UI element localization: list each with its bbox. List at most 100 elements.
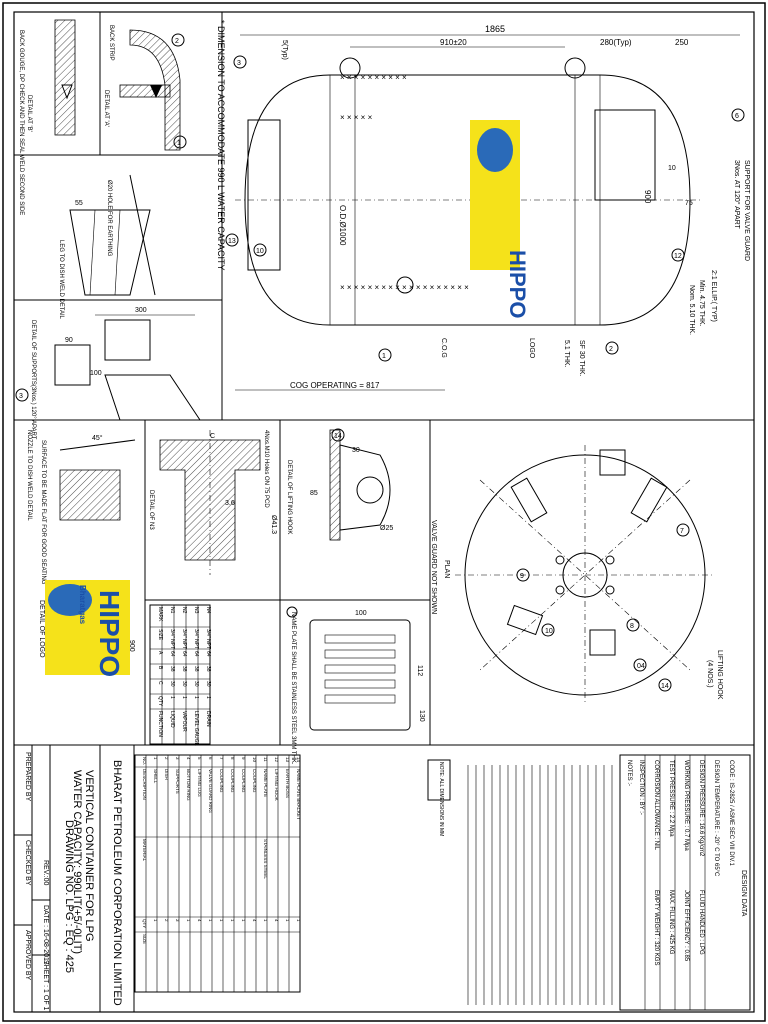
- notes-heading: NOTES :-: [626, 760, 632, 786]
- support-detail: 300 90 100 DETAIL OF SUPPORTS(3Nos.) 120…: [15, 307, 201, 440]
- nozzle-table-cell: LIQUID: [169, 711, 175, 728]
- svg-text:14: 14: [661, 683, 669, 690]
- dim-weld-5: 5(Typ): [281, 40, 288, 60]
- nozzle-table-header: MARK: [157, 607, 163, 622]
- nozzle-table-cell: LEVEL GAUGE: [193, 711, 199, 746]
- bom-cell: 9: [241, 757, 246, 760]
- bom-cell: 6: [208, 757, 213, 760]
- svg-text:13: 13: [228, 238, 236, 245]
- date: DATE : 16-08-2017: [42, 905, 49, 965]
- lifting-hook-count: (4 NOS.): [706, 660, 713, 688]
- bom-cell: LIFTING LUG: [197, 769, 202, 797]
- name-plate-note: NAME PLATE SHALL BE STAINLESS STEEL 3MM …: [290, 612, 296, 765]
- approved-by: APPROVED BY: [24, 930, 31, 981]
- nozzle-table-header: A: [157, 651, 163, 655]
- logo-callout: LOGO: [528, 338, 535, 359]
- empty-weight: EMPTY WEIGHT : 320 KGS: [653, 890, 659, 965]
- nozzle-b: [396, 276, 414, 294]
- dim-plate-100: 100: [355, 610, 367, 617]
- lifting-hook-hole: [356, 476, 384, 504]
- design-pressure: DESIGN PRESSURE : 16.6 Kg/cm2: [698, 760, 704, 857]
- bom-cell: 1: [153, 919, 158, 922]
- bom-cell: 2: [164, 757, 169, 760]
- svg-text:8: 8: [630, 623, 634, 630]
- dim-support-300: 300: [135, 307, 147, 314]
- logo-brand-small: Bharatgas: [78, 585, 87, 625]
- nozzle-holes-note: 4Nos.M10 Holes ON 75 PCD: [263, 430, 269, 508]
- bom-header: QTY: [142, 919, 147, 928]
- bom-cell: SUPPORTS: [175, 769, 180, 794]
- corrosion-allowance: CORROSION ALLOWANCE : NIL: [653, 760, 659, 851]
- bom-cell: 1: [263, 919, 268, 922]
- design-temp: DESIGN TEMPERATURE : -20° C TO 65°C: [713, 760, 719, 877]
- bom-cell: STAINLESS STEEL: [263, 839, 268, 879]
- nozzle-table-cell: 3/4" NPT: [193, 629, 199, 649]
- bom-cell: 14: [296, 757, 301, 763]
- dim-nom-thk: Nom. 5.10 THK.: [688, 285, 695, 335]
- bom-cell: BOTTOM RING: [186, 769, 191, 801]
- svg-text:2: 2: [609, 346, 613, 353]
- nozzle-table-cell: 1: [169, 696, 175, 699]
- bom-header: MATERIAL: [142, 839, 147, 862]
- plan-view: 7 9 8 10 04 14 PLAN VALVE GUARD NOT SHOW…: [430, 445, 723, 705]
- vessel-elevation: × × × × × × × × × × × × × × × × × × × × …: [225, 55, 745, 362]
- design-code: CODE : IS-2825 / ASME SEC VIII DIV.1: [728, 760, 734, 866]
- dim-hook-30: 30: [352, 447, 360, 454]
- dim-n3-413: Ø41.3: [270, 515, 277, 534]
- nozzle-table-cell: 3/4" NPT: [205, 629, 211, 649]
- dim-leg-55: 55: [75, 200, 83, 207]
- bom-cell: DISH: [164, 769, 169, 780]
- dim-n3-36: 3.6: [225, 500, 235, 507]
- bom-cell: 1: [230, 919, 235, 922]
- nozzle-table-cell: 1: [193, 696, 199, 699]
- note-box: NOTE: ALL DIMENSIONS IN MM: [438, 762, 444, 836]
- nozzle-table-cell: 64: [205, 651, 211, 657]
- bom-header: DESCRIPTION: [142, 769, 147, 800]
- detail-a-label: DETAIL AT 'A': [103, 90, 109, 127]
- detail-lifting-label: DETAIL OF LIFTING HOOK: [286, 460, 292, 534]
- detail-n3-label: DETAIL OF N3: [148, 490, 154, 530]
- nozzle-table-cell: N3: [193, 607, 199, 614]
- bom-cell: 4: [186, 757, 191, 760]
- dim-10: 10: [668, 165, 676, 172]
- design-data-heading: DESIGN DATA: [740, 870, 747, 917]
- working-pressure: WORKING PRESSURE : 0.7 Mpa: [683, 760, 689, 851]
- svg-text:2: 2: [175, 38, 179, 45]
- lifting-lug-right: [564, 57, 586, 79]
- leg-to-dish-detail: LEG TO DISH WELD DETAIL Ø20 HOLE FOR EAR…: [58, 174, 156, 320]
- svg-text:× × × × × × × × × ×: × × × × × × × × × ×: [340, 73, 407, 82]
- dim-hook-25: Ø25: [380, 525, 393, 532]
- sheet-number: SHEET : 1 OF 1: [42, 960, 49, 1011]
- cog-label: C.O.G: [440, 338, 447, 358]
- dim-support-90: 90: [65, 337, 73, 344]
- name-plate-detail: 100 112 130 NAME PLATE SHALL BE STAINLES…: [286, 606, 425, 765]
- bom-cell: EARTH BOSS: [285, 769, 290, 798]
- nozzle-table-header: C: [157, 681, 163, 685]
- svg-text:3: 3: [19, 393, 23, 400]
- name-plate: [309, 619, 411, 731]
- nozzle-table-cell: 3/4" NPT: [181, 629, 187, 649]
- bom-cell: 5: [197, 757, 202, 760]
- leg-to-dish-label: LEG TO DISH WELD DETAIL: [58, 240, 64, 320]
- svg-text:10: 10: [545, 628, 553, 635]
- support-note: SUPPORT FOR VALVE GUARD: [743, 160, 750, 261]
- bom-cell: NAME PLATE BRACKET: [296, 769, 301, 820]
- lifting-hook-label: LIFTING HOOK: [716, 650, 723, 700]
- svg-text:C: C: [210, 433, 215, 440]
- bom-cell: 4: [252, 919, 257, 922]
- valve-guard-note: VALVE GUARD NOT SHOWN: [430, 520, 437, 614]
- fluid-handled: FLUID HANDLED : LPG: [698, 890, 704, 955]
- bom-cell: 7: [219, 757, 224, 760]
- bom-cell: VALVE GUARD RING: [208, 769, 213, 813]
- svg-text:04: 04: [637, 663, 645, 670]
- drawing-number: DRAWING NO. LPG : EQ : 425: [63, 820, 75, 973]
- nozzle-table-cell: N2: [181, 607, 187, 614]
- detail-b-label: DETAIL AT 'B': [26, 95, 32, 132]
- company-name: BHARAT PETROLEUM CORPORATION LIMITED: [111, 760, 123, 1006]
- support-note-2: 3Nos. AT 120° APART: [733, 160, 741, 230]
- logo-brand-text: HIPPO: [94, 590, 125, 677]
- detail-logo-label: DETAIL OF LOGO: [38, 600, 45, 658]
- nozzle-table-header: QTY: [157, 696, 163, 707]
- dim-plate-130: 130: [418, 710, 425, 722]
- leg-support-top: [247, 119, 281, 271]
